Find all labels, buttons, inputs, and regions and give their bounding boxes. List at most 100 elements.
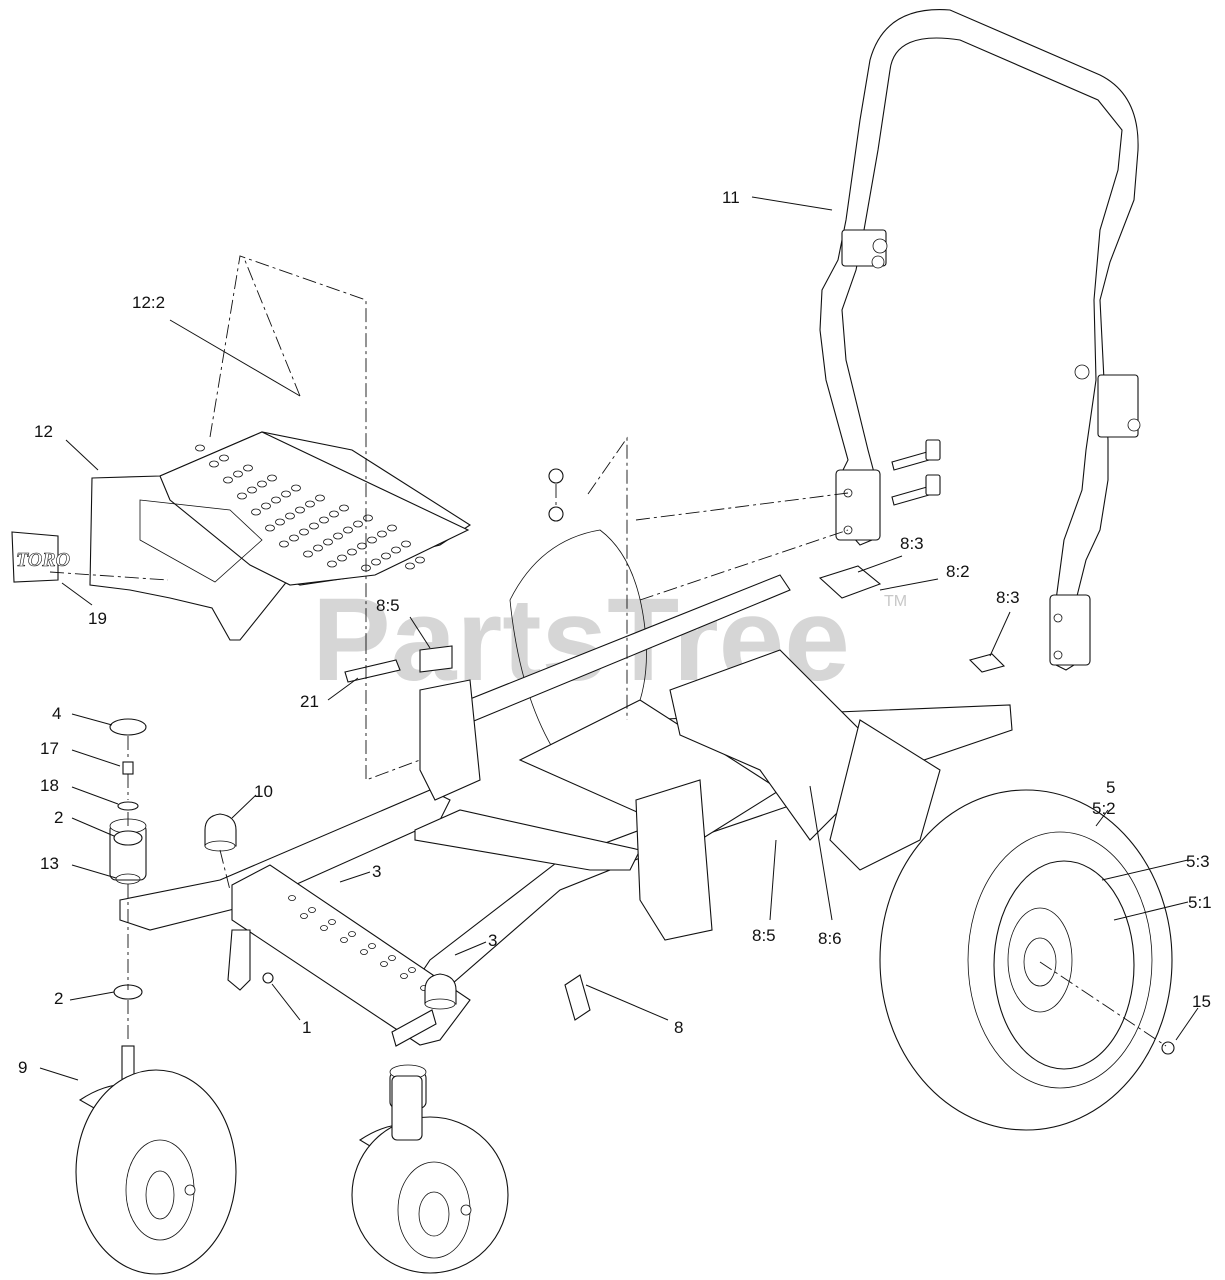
- callout-21: 21: [300, 692, 319, 711]
- plate-hole: [219, 454, 229, 462]
- callout-3-lower: 3: [488, 931, 497, 950]
- valve-stem-5-3: [1023, 937, 1057, 987]
- plate-hole: [319, 516, 329, 524]
- seat-pan-assembly: [89, 431, 472, 641]
- plate-hole: [247, 486, 257, 494]
- callout-3-upper: 3: [372, 862, 381, 881]
- nut-upper: [548, 468, 564, 484]
- plate-hole: [347, 548, 357, 556]
- callout-2-lower: 2: [54, 989, 63, 1008]
- callout-9: 9: [18, 1058, 27, 1077]
- crossmember-hole: [320, 925, 328, 931]
- callout-5: 5: [1106, 778, 1115, 797]
- plate-hole: [329, 510, 339, 518]
- insert-21: [344, 659, 401, 683]
- plate-hole: [195, 444, 205, 452]
- callout-17: 17: [40, 739, 59, 758]
- caster-wheel-left: [75, 1069, 237, 1275]
- callout-11: 11: [722, 188, 740, 207]
- callout-5-1: 5:1: [1188, 893, 1212, 912]
- crossmember-hole: [380, 961, 388, 967]
- plate-hole: [415, 556, 425, 564]
- callout-1: 1: [302, 1018, 311, 1037]
- alignment-lines: [49, 255, 1167, 1047]
- frame-deck-hanger-left: [227, 929, 251, 991]
- plate-hole: [257, 480, 267, 488]
- plate-hole: [343, 526, 353, 534]
- crossmember-hole: [388, 955, 396, 961]
- crossmember-hole: [308, 907, 316, 913]
- crossmember-hole: [328, 919, 336, 925]
- callout-12: 12: [34, 422, 53, 441]
- plate-hole: [305, 500, 315, 508]
- callout-5-2: 5:2: [1092, 799, 1116, 818]
- bearing-2-upper: [113, 830, 143, 846]
- plate-hole: [271, 496, 281, 504]
- dust-cap-4: [109, 718, 147, 736]
- frame-right-upright: [635, 779, 713, 941]
- plate-hole: [313, 544, 323, 552]
- plate-hole: [295, 506, 305, 514]
- frame-floor-pan: [414, 809, 641, 871]
- plate-hole: [381, 552, 391, 560]
- callout-8-3-lower: 8:3: [996, 588, 1020, 607]
- bolt-1: [262, 972, 274, 984]
- decal-8-3-upper: [818, 565, 882, 599]
- wheel-rim-5-1: [993, 860, 1135, 1070]
- grease-fitting-17: [122, 761, 134, 775]
- plate-hole: [291, 484, 301, 492]
- callout-10: 10: [254, 782, 273, 801]
- frame-left-upright: [419, 679, 481, 801]
- callout-8-6: 8:6: [818, 929, 842, 948]
- callout-8: 8: [674, 1018, 683, 1037]
- plate-hole: [377, 530, 387, 538]
- callout-19: 19: [88, 609, 107, 628]
- washer-18: [117, 801, 139, 811]
- plate-hole: [309, 522, 319, 530]
- callout-4: 4: [52, 704, 61, 723]
- plate-hole: [315, 494, 325, 502]
- plate-hole: [267, 474, 277, 482]
- callout-8-2: 8:2: [946, 562, 970, 581]
- nut-lower: [548, 506, 564, 522]
- callout-labels: 11 12:2 12 19 8:5 21 8:3 8:2 8:3 4 17 18…: [18, 188, 1212, 1077]
- lug-nut-15: [1161, 1041, 1175, 1055]
- plate-hole: [387, 524, 397, 532]
- frame-rear-guard: [829, 719, 941, 871]
- callout-15: 15: [1192, 992, 1211, 1011]
- plate-hole: [303, 550, 313, 558]
- plate-hole: [289, 534, 299, 542]
- roll-bar: [819, 9, 1141, 671]
- plate-hole: [333, 532, 343, 540]
- crossmember-holes: [288, 895, 448, 1003]
- plate-hole: [367, 536, 377, 544]
- bumper-10: [204, 813, 237, 852]
- plate-hole: [405, 562, 415, 570]
- frame-front-stub: [391, 1009, 437, 1047]
- plate-hole: [275, 518, 285, 526]
- frame-deck-hanger-right: [564, 974, 591, 1021]
- roll-bar-mount-left: [835, 469, 881, 541]
- plate-hole: [281, 490, 291, 498]
- bumper-front: [424, 973, 457, 1010]
- crossmember-hole: [368, 943, 376, 949]
- decal-8-3-lower: [968, 653, 1006, 673]
- frame-rear-bracket: [669, 649, 861, 841]
- crossmember-hole: [408, 967, 416, 973]
- plate-hole: [363, 514, 373, 522]
- callout-8-3-upper: 8:3: [900, 534, 924, 553]
- watermark-trademark: TM: [884, 593, 907, 610]
- callout-13: 13: [40, 854, 59, 873]
- plate-hole: [279, 540, 289, 548]
- plate-hole: [237, 492, 247, 500]
- plate-hole: [261, 502, 271, 510]
- plate-hole: [323, 538, 333, 546]
- plate-hole: [299, 528, 309, 536]
- plate-hole: [337, 554, 347, 562]
- callout-2-upper: 2: [54, 808, 63, 827]
- frame-front-crossmember: [231, 864, 471, 1046]
- caster-wheel-right: [351, 1075, 509, 1274]
- plate-hole: [371, 558, 381, 566]
- plate-hole: [243, 464, 253, 472]
